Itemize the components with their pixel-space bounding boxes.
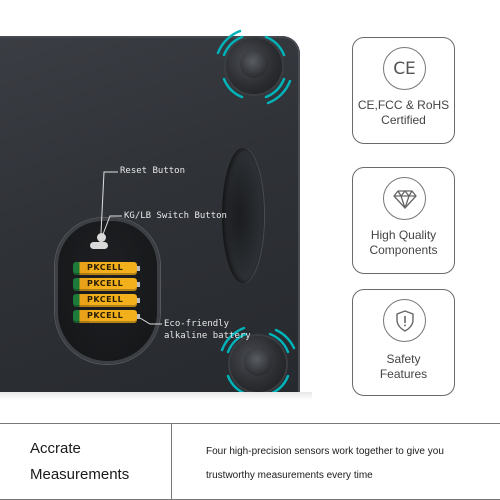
product-photo: PKCELL PKCELL PKCELL PKCELL Reset Button… <box>0 0 312 400</box>
caption-title: Accrate <box>30 440 81 457</box>
battery-cell: PKCELL <box>73 310 140 323</box>
sensor-foot-bottom <box>230 336 286 392</box>
caption-description: Four high-precision sensors work togethe… <box>206 446 444 457</box>
kg-lb-switch <box>90 242 108 249</box>
scale-grip-recess <box>222 148 264 283</box>
battery-compartment <box>55 218 160 364</box>
battery-cell: PKCELL <box>73 278 140 291</box>
feature-text: CE,FCC & RoHS Certified <box>357 98 450 127</box>
feature-card-quality: High Quality Components <box>352 167 455 274</box>
diamond-icon <box>383 177 426 220</box>
switch-button-label: KG/LB Switch Button <box>124 211 227 221</box>
caption-title: Measurements <box>30 466 130 483</box>
feature-text: Safety Features <box>379 352 428 381</box>
sensor-foot-top <box>226 38 282 94</box>
feature-text: High Quality Components <box>369 228 438 257</box>
shield-icon <box>383 299 426 342</box>
reset-button <box>97 233 106 242</box>
feature-card-certified: CE CE,FCC & RoHS Certified <box>352 37 455 144</box>
caption-divider-top <box>0 423 500 424</box>
battery-label: Eco-friendly alkaline battery <box>164 319 251 341</box>
feature-card-safety: Safety Features <box>352 289 455 396</box>
ce-mark-icon: CE <box>383 47 426 90</box>
battery-cell: PKCELL <box>73 262 140 275</box>
reset-button-label: Reset Button <box>120 166 186 176</box>
battery-cell: PKCELL <box>73 294 140 307</box>
scale-edge <box>0 392 312 400</box>
caption-divider-vertical <box>171 423 172 500</box>
caption-description: trustworthy measurements every time <box>206 470 373 481</box>
